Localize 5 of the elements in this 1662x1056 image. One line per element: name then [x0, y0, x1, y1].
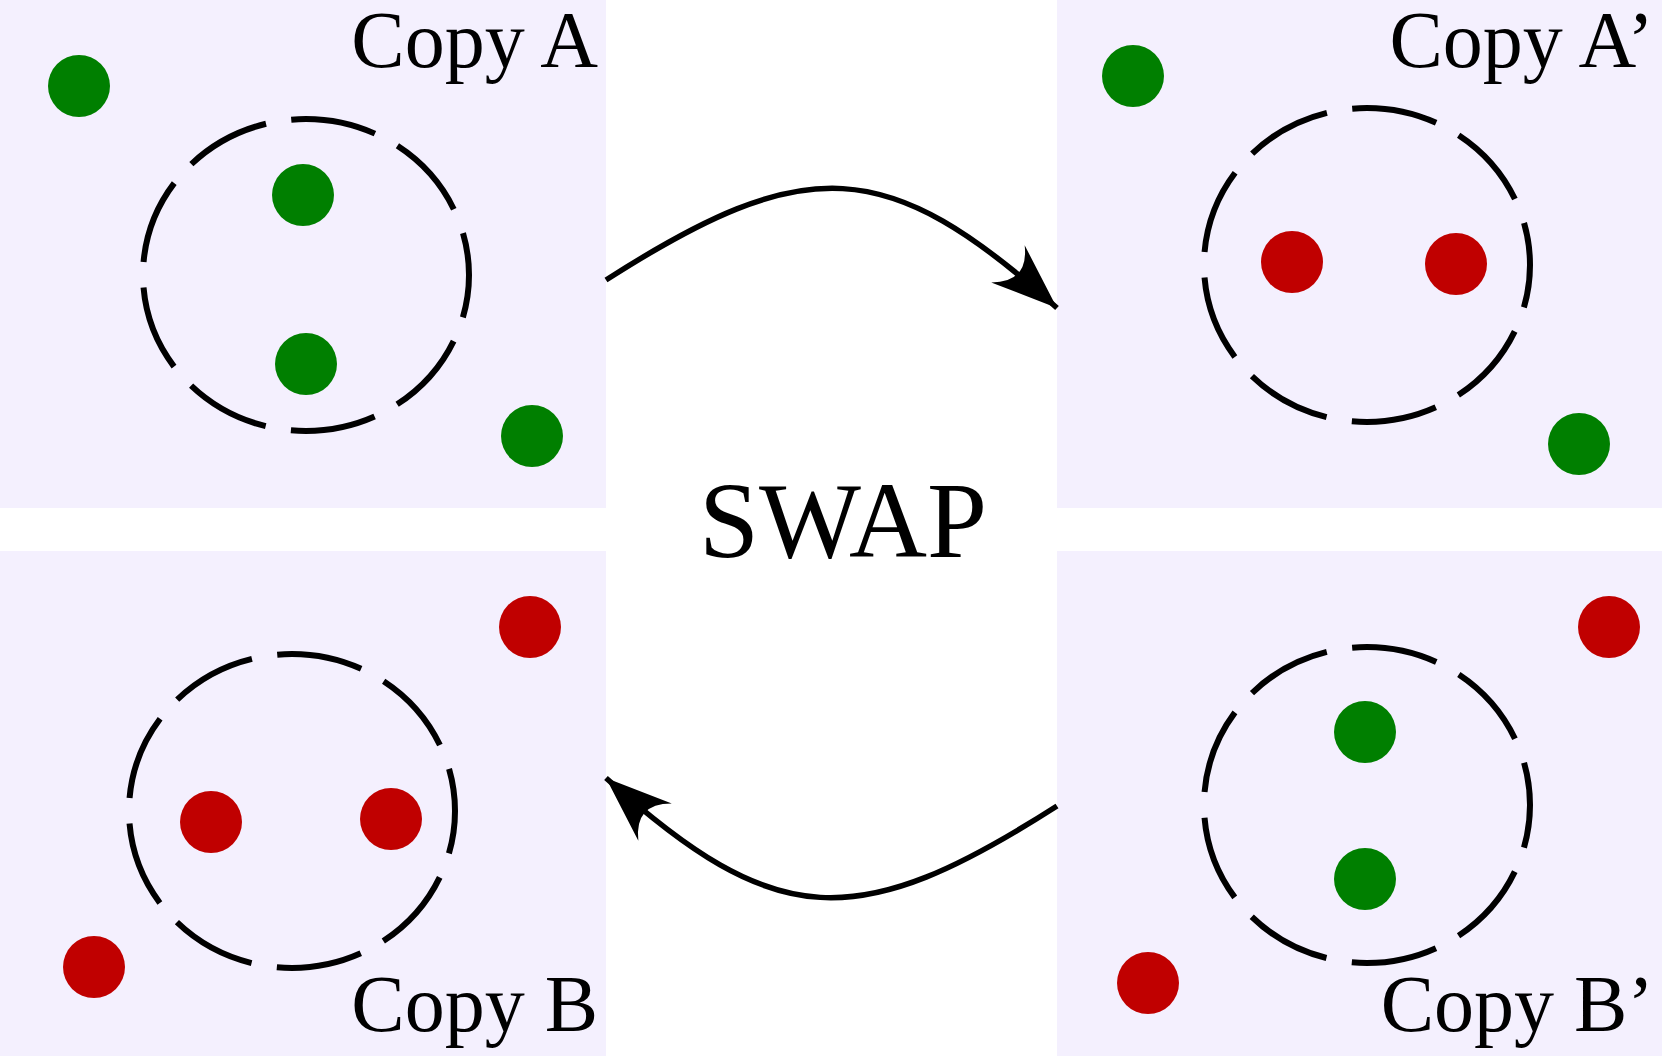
diagram-label: SWAP [698, 467, 988, 575]
panel [1057, 551, 1662, 1056]
panel [0, 551, 606, 1056]
panel [1057, 0, 1662, 508]
panel [0, 0, 606, 508]
